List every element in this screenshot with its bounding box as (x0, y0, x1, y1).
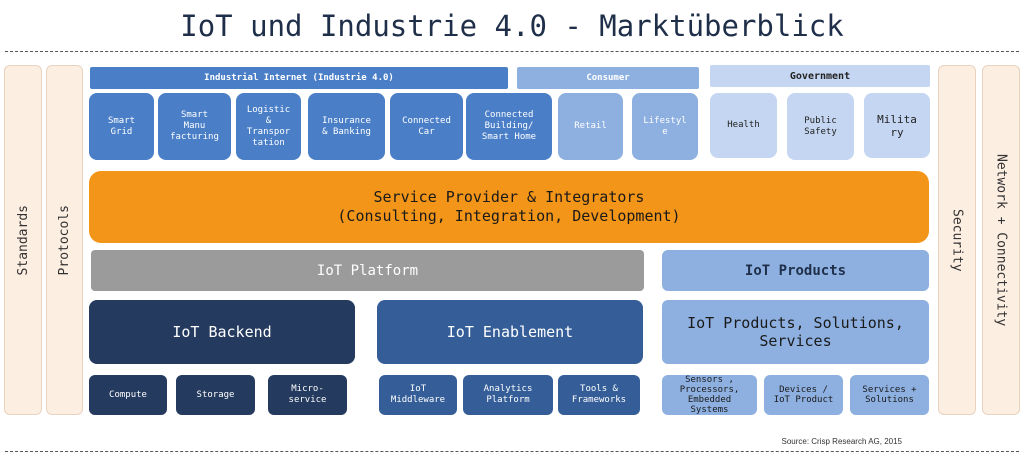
tile-public-safety: Public Safety (787, 93, 854, 160)
security-column: Security (938, 65, 976, 415)
tile-microservice: Micro- service (268, 375, 347, 415)
iot-platform-bar: IoT Platform (91, 250, 644, 291)
iot-backend-block: IoT Backend (89, 300, 355, 364)
tile-storage: Storage (176, 375, 255, 415)
tile-insurance: Insurance & Banking (308, 93, 385, 160)
tile-middleware: IoT Middleware (379, 375, 457, 415)
industrial-header: Industrial Internet (Industrie 4.0) (90, 67, 508, 89)
tile-connected-car: Connected Car (390, 93, 463, 160)
tile-services-solutions: Services + Solutions (850, 375, 929, 415)
source-note: Source: Crisp Research AG, 2015 (781, 437, 902, 446)
standards-column: Standards (4, 65, 42, 415)
tile-connected-building: Connected Building/ Smart Home (466, 93, 552, 160)
tile-logistic: Logistic & Transpor tation (236, 93, 301, 160)
iot-products-solutions-block: IoT Products, Solutions, Services (662, 300, 929, 364)
tile-sensors: Sensors , Processors, Embedded Systems (662, 375, 757, 415)
bottom-divider (5, 451, 1019, 452)
tile-tools-frameworks: Tools & Frameworks (558, 375, 640, 415)
tile-lifestyle: Lifestyl e (632, 93, 698, 160)
service-provider-band: Service Provider & Integrators (Consulti… (89, 171, 929, 243)
iot-products-header: IoT Products (662, 250, 929, 291)
tile-smart-manufacturing: Smart Manu facturing (158, 93, 231, 160)
tile-devices: Devices / IoT Product (764, 375, 843, 415)
protocols-label: Protocols (57, 204, 72, 276)
security-label: Security (949, 208, 965, 272)
iot-enablement-block: IoT Enablement (377, 300, 643, 364)
standards-label: Standards (15, 204, 31, 276)
consumer-header: Consumer (517, 67, 699, 89)
top-divider (5, 51, 1019, 52)
government-header: Government (710, 65, 930, 87)
network-column: Network + Connectivity (982, 65, 1020, 415)
tile-military: Milita ry (864, 93, 930, 158)
tile-health: Health (710, 93, 777, 158)
page-title: IoT und Industrie 4.0 - Marktüberblick (180, 9, 844, 43)
tile-retail: Retail (558, 93, 623, 160)
tile-smart-grid: Smart Grid (89, 93, 154, 160)
tile-compute: Compute (89, 375, 167, 415)
protocols-column: Protocols (46, 65, 83, 415)
network-label: Network + Connectivity (993, 153, 1009, 327)
tile-analytics-platform: Analytics Platform (463, 375, 553, 415)
